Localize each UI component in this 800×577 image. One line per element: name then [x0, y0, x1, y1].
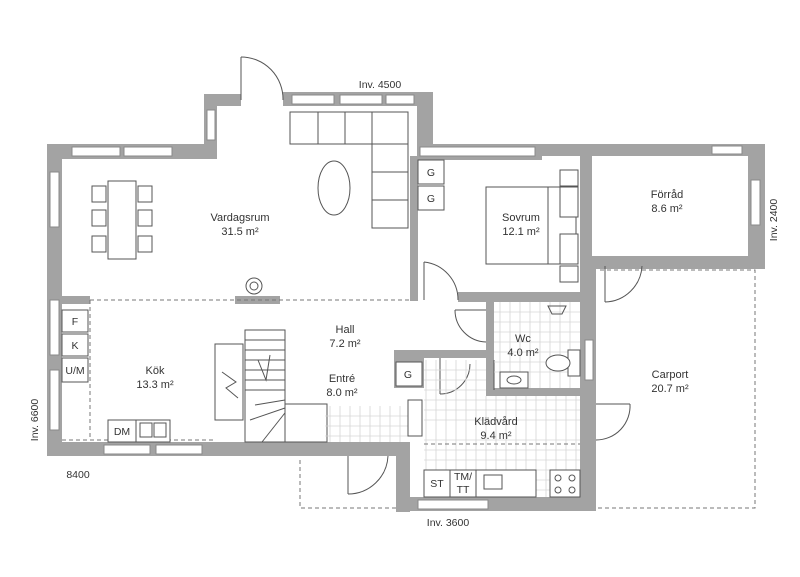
fixture-label-um: U/M [65, 365, 84, 377]
room-area-wc: 4.0 m² [507, 347, 539, 359]
kitchen-fixtures [61, 309, 244, 443]
carport-roof-outline [299, 269, 756, 509]
bedroom-furniture [417, 159, 579, 283]
room-name-kok: Kök [146, 365, 165, 377]
dimension-overall: 8400 [66, 469, 90, 481]
bathroom-fixtures [395, 305, 581, 498]
room-area-forrad: 8.6 m² [651, 203, 683, 215]
staircase [244, 329, 328, 443]
room-name-entre: Entré [329, 373, 355, 385]
room-name-hall: Hall [336, 324, 355, 336]
room-name-wc: Wc [515, 333, 531, 345]
fixture-label-dm: DM [114, 426, 130, 438]
fixture-label-g-1: G [427, 167, 435, 179]
fixture-label-g-2: G [427, 193, 435, 205]
room-name-forrad: Förråd [651, 189, 683, 201]
fixture-label-f: F [72, 316, 78, 328]
doors [240, 56, 643, 495]
room-name-vardagsrum: Vardagsrum [210, 212, 269, 224]
room-area-kok: 13.3 m² [136, 379, 174, 391]
fixture-label-tt: TT [457, 484, 470, 496]
dimension-top: Inv. 4500 [359, 79, 402, 91]
fixture-label-tm: TM/ [454, 471, 472, 483]
room-area-entre: 8.0 m² [326, 387, 358, 399]
dimension-left: Inv. 6600 [29, 399, 41, 442]
dimension-bottom: Inv. 3600 [427, 517, 470, 529]
room-area-hall: 7.2 m² [329, 338, 361, 350]
room-name-sovrum: Sovrum [502, 212, 540, 224]
room-area-sovrum: 12.1 m² [502, 226, 540, 238]
floor-tiles [325, 302, 580, 497]
fixture-label-st: ST [430, 478, 444, 490]
room-area-kladvard: 9.4 m² [480, 430, 512, 442]
dimension-right: Inv. 2400 [768, 199, 780, 242]
fixture-label-k: K [71, 340, 78, 352]
living-furniture [91, 111, 409, 295]
room-area-vardagsrum: 31.5 m² [221, 226, 259, 238]
room-name-kladvard: Klädvård [474, 416, 517, 428]
open-boundaries [62, 299, 410, 441]
fixture-label-g-3: G [404, 369, 412, 381]
windows [49, 94, 761, 510]
room-area-carport: 20.7 m² [651, 383, 689, 395]
room-name-carport: Carport [652, 369, 689, 381]
